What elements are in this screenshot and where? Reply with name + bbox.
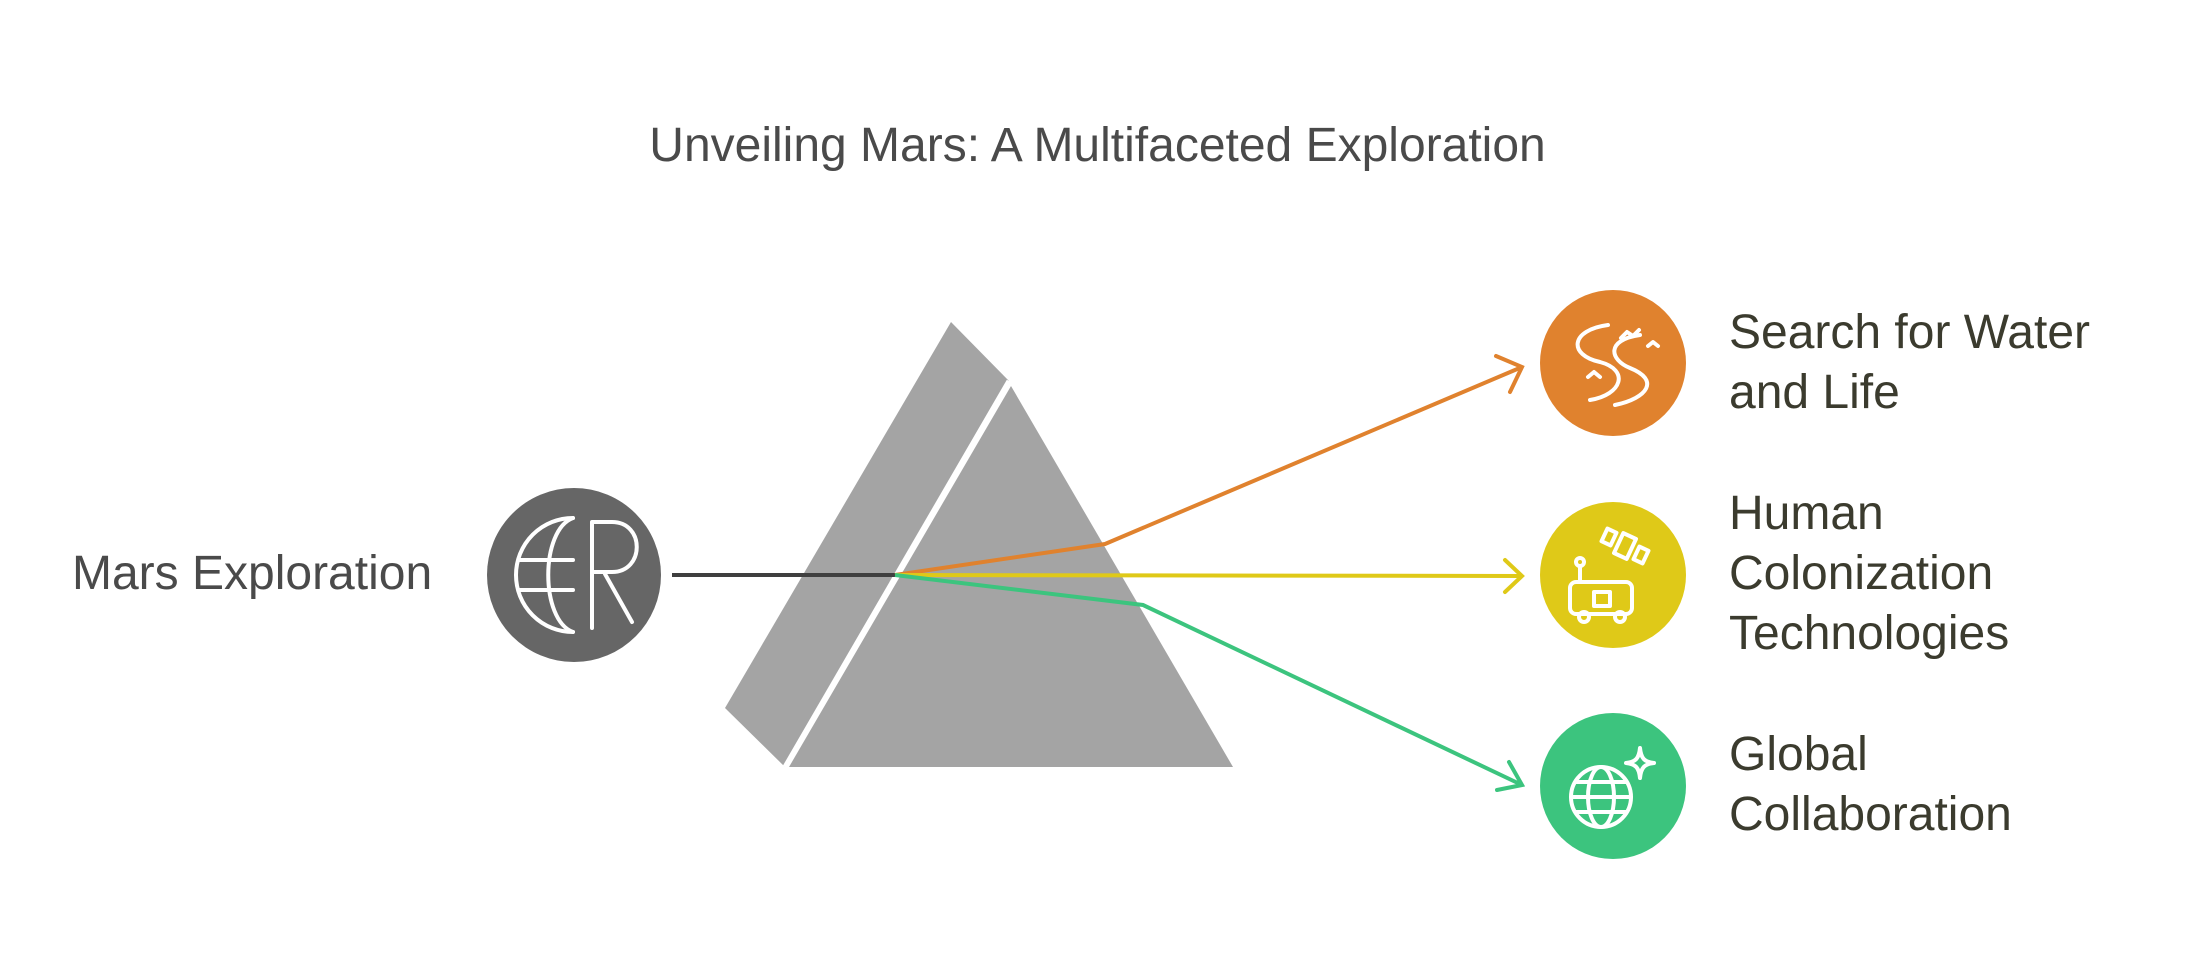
global-collaboration-node <box>1540 713 1686 859</box>
output-label-water-life: Search for Water and Life <box>1729 303 2090 423</box>
beam-global-collaboration <box>894 573 1523 787</box>
diagram-title: Unveiling Mars: A Multifaceted Explorati… <box>649 119 1546 172</box>
output-label-colonization: Human Colonization Technologies <box>1729 484 2009 664</box>
rover-satellite-icon <box>1568 526 1651 624</box>
output-label-line: Human <box>1729 487 1884 540</box>
output-label-global-collaboration: Global Collaboration <box>1729 725 2012 845</box>
arrowhead-water-life <box>1494 354 1525 394</box>
output-label-line: Technologies <box>1729 607 2010 660</box>
output-label-line: Colonization <box>1729 547 1994 600</box>
output-label-line: Global <box>1729 728 1868 781</box>
beam-water-life <box>894 365 1523 577</box>
arrowhead-colonization <box>1503 558 1525 594</box>
output-label-line: Collaboration <box>1729 788 2012 841</box>
colonization-node <box>1540 502 1686 648</box>
prism-back-face <box>725 322 1009 767</box>
mars-exploration-node <box>487 488 661 662</box>
source-label: Mars Exploration <box>72 547 433 600</box>
arrowhead-global-collaboration <box>1495 760 1526 792</box>
mars-exploration-logo-icon <box>514 516 639 634</box>
beam-colonization <box>894 573 1523 578</box>
water-life-node <box>1540 290 1686 436</box>
water-river-icon <box>1575 323 1660 407</box>
output-label-line: Search for Water <box>1729 306 2091 359</box>
globe-sparkle-icon <box>1569 746 1656 829</box>
output-label-line: and Life <box>1729 366 1900 419</box>
